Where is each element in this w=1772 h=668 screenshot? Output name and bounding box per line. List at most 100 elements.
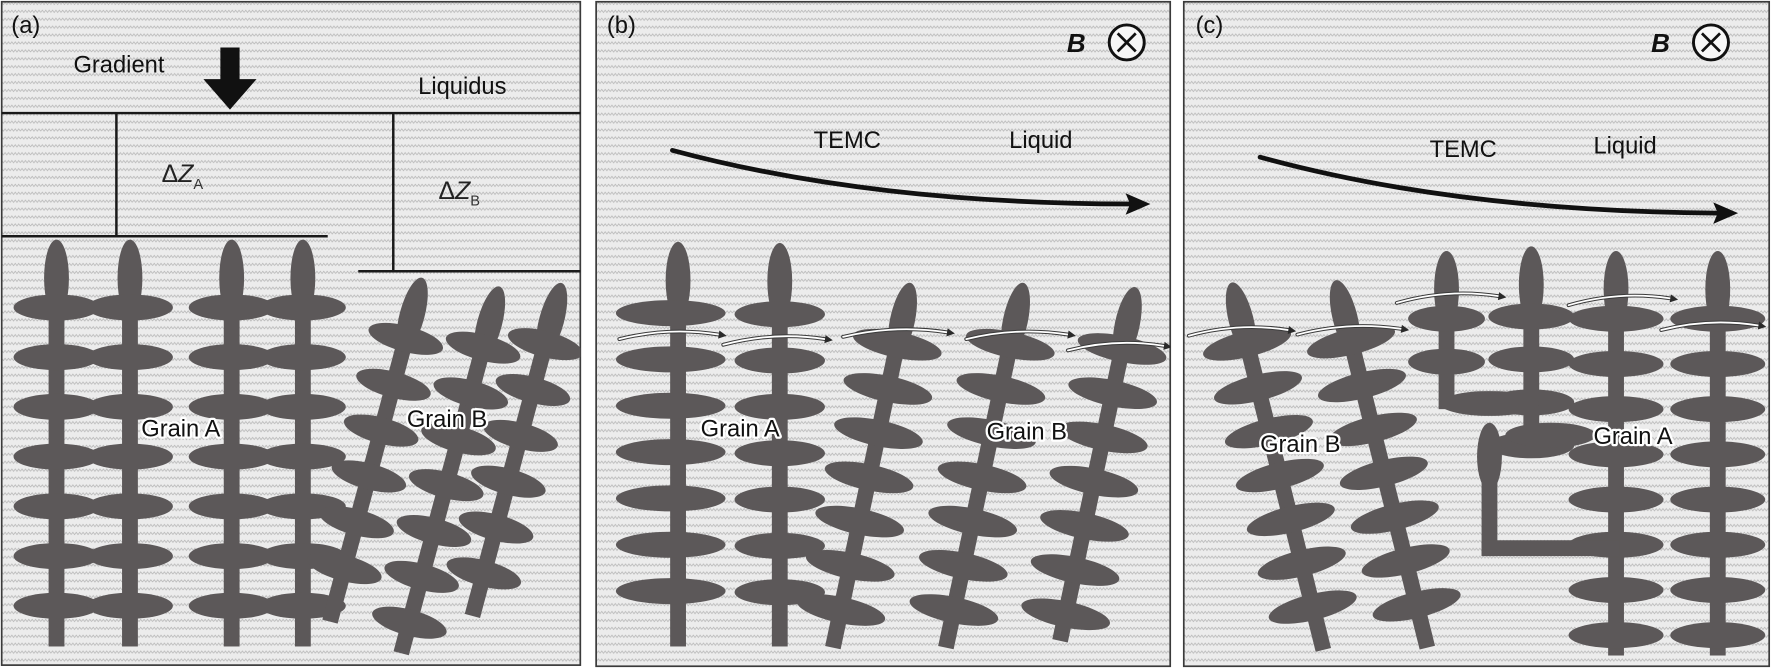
magnetic-field-symbol: B xyxy=(1651,28,1670,58)
dendrite-arm xyxy=(1021,598,1110,631)
dendrite-arm xyxy=(734,347,825,374)
dendrite-arm xyxy=(734,393,825,420)
dendrite-arm xyxy=(1568,486,1664,513)
dendrite-arm xyxy=(1246,502,1335,537)
dendrite-arm xyxy=(1568,350,1664,377)
circled-x-icon xyxy=(1107,23,1146,62)
dendrite xyxy=(615,241,726,647)
dendrite-arm xyxy=(1077,333,1167,365)
small-flow-arrow-head xyxy=(1669,294,1679,303)
dendrite-arm xyxy=(188,294,275,321)
panel-a-dendrites xyxy=(13,239,581,656)
dendrite-arm xyxy=(824,461,914,494)
small-flow-arrow-head xyxy=(1400,324,1410,333)
temc-flow-curve xyxy=(670,147,1133,207)
dendrite-arm xyxy=(615,578,726,605)
dendrite-arm xyxy=(615,485,726,512)
small-flow-arrow-line xyxy=(1187,326,1290,337)
dendrite-arm xyxy=(13,393,100,420)
dendrite-arm xyxy=(396,514,472,548)
dendrite-arm xyxy=(1307,324,1396,359)
dendrite-arm xyxy=(928,505,1017,538)
dendrite-trunk xyxy=(1709,289,1726,656)
dendrite-arm xyxy=(805,549,895,582)
panel-b-dendrites xyxy=(615,241,1167,650)
dendrite-arm xyxy=(1214,371,1302,405)
dendrite-arm xyxy=(13,543,100,570)
dendrite-arm xyxy=(852,328,942,361)
panel-b-label: (b) xyxy=(607,13,636,39)
dendrite-arm xyxy=(1670,622,1766,649)
panel-b-local-flows xyxy=(617,327,1171,353)
dendrite-arm xyxy=(965,328,1055,361)
dendrite xyxy=(372,286,521,656)
liquid-label: Liquid xyxy=(1593,134,1656,160)
dendrite-arm xyxy=(1339,456,1428,490)
dendrite-arm xyxy=(1203,327,1292,361)
small-curved-arrow-icon xyxy=(721,334,833,347)
small-flow-arrow-line xyxy=(618,330,720,340)
dendrite-arm xyxy=(815,505,904,538)
grain-b-label: Grain B xyxy=(407,407,487,433)
dendrite-arm xyxy=(947,417,1036,449)
dendrite-arm xyxy=(421,423,496,456)
dendrite-arm xyxy=(918,549,1008,582)
delta-z-a-label: ΔZA xyxy=(162,160,204,193)
dendrite-arm xyxy=(446,557,522,590)
dendrite-arm xyxy=(1408,348,1485,375)
dendrite xyxy=(734,243,825,647)
dendrite-arm xyxy=(1058,421,1148,454)
small-flow-arrow-head xyxy=(1067,330,1076,339)
small-curved-arrow-icon xyxy=(1186,325,1297,338)
panel-c: (c) B TEMC Liquid Grain B Grain A xyxy=(1182,0,1771,668)
curved-arrow-icon xyxy=(670,147,1151,215)
temc-flow-head xyxy=(1125,193,1151,215)
curved-arrow-icon xyxy=(1257,154,1739,224)
small-flow-arrow-line xyxy=(1395,292,1500,304)
dendrite-arm xyxy=(471,465,546,498)
dendrite-arm xyxy=(188,344,275,371)
grain-a-label: Grain A xyxy=(141,416,220,442)
gradient-label: Gradient xyxy=(73,52,164,78)
dendrite-arm xyxy=(445,331,521,364)
dendrite-arm xyxy=(188,443,275,470)
dendrite-tip xyxy=(767,243,793,320)
panel-c-local-flows xyxy=(1186,291,1767,338)
small-curved-arrow-icon xyxy=(1566,293,1679,308)
dendrite-arm xyxy=(1568,305,1664,332)
delta-z-variable: Z xyxy=(177,160,194,188)
dendrite xyxy=(13,239,100,647)
dendrite-arm xyxy=(495,373,571,407)
dendrite-arm xyxy=(615,346,726,373)
dendrite-arm xyxy=(13,443,100,470)
dendrite-arm xyxy=(1670,531,1766,558)
dendrite-arm xyxy=(615,531,726,558)
small-flow-arrow-head xyxy=(824,335,833,344)
dendrite-arm xyxy=(1670,576,1766,603)
dendrite-arm xyxy=(319,506,394,539)
dendrite-arm xyxy=(259,393,346,420)
dendrite-arm xyxy=(372,606,447,639)
dendrite-arm xyxy=(259,443,346,470)
grain-b-label: Grain B xyxy=(1260,432,1340,458)
dendrite-arm xyxy=(843,373,933,405)
panel-c-label: (c) xyxy=(1196,13,1224,39)
dendrite-arm xyxy=(1361,544,1450,578)
dendrite-arm xyxy=(13,344,100,371)
dendrite-arm xyxy=(368,322,444,355)
panel-a: (a) Gradient Liquidus ΔZA ΔZB Grain A Gr… xyxy=(0,0,582,666)
dendrite-arm xyxy=(834,417,923,449)
dendrite xyxy=(1307,280,1461,650)
dendrite-arm xyxy=(1670,350,1766,377)
small-flow-arrow-line xyxy=(1660,321,1760,331)
dendrite xyxy=(1203,282,1357,652)
dendrite-arm xyxy=(1488,303,1575,330)
dendrite-arm xyxy=(188,393,275,420)
dendrite-arm xyxy=(1068,377,1157,410)
dendrite xyxy=(188,239,275,647)
dendrite-trunk xyxy=(1608,289,1624,656)
grain-a-label: Grain A xyxy=(1593,424,1672,450)
circled-x-stroke xyxy=(1116,32,1137,53)
dendrite-arm xyxy=(259,294,346,321)
dendrite-arm xyxy=(259,344,346,371)
